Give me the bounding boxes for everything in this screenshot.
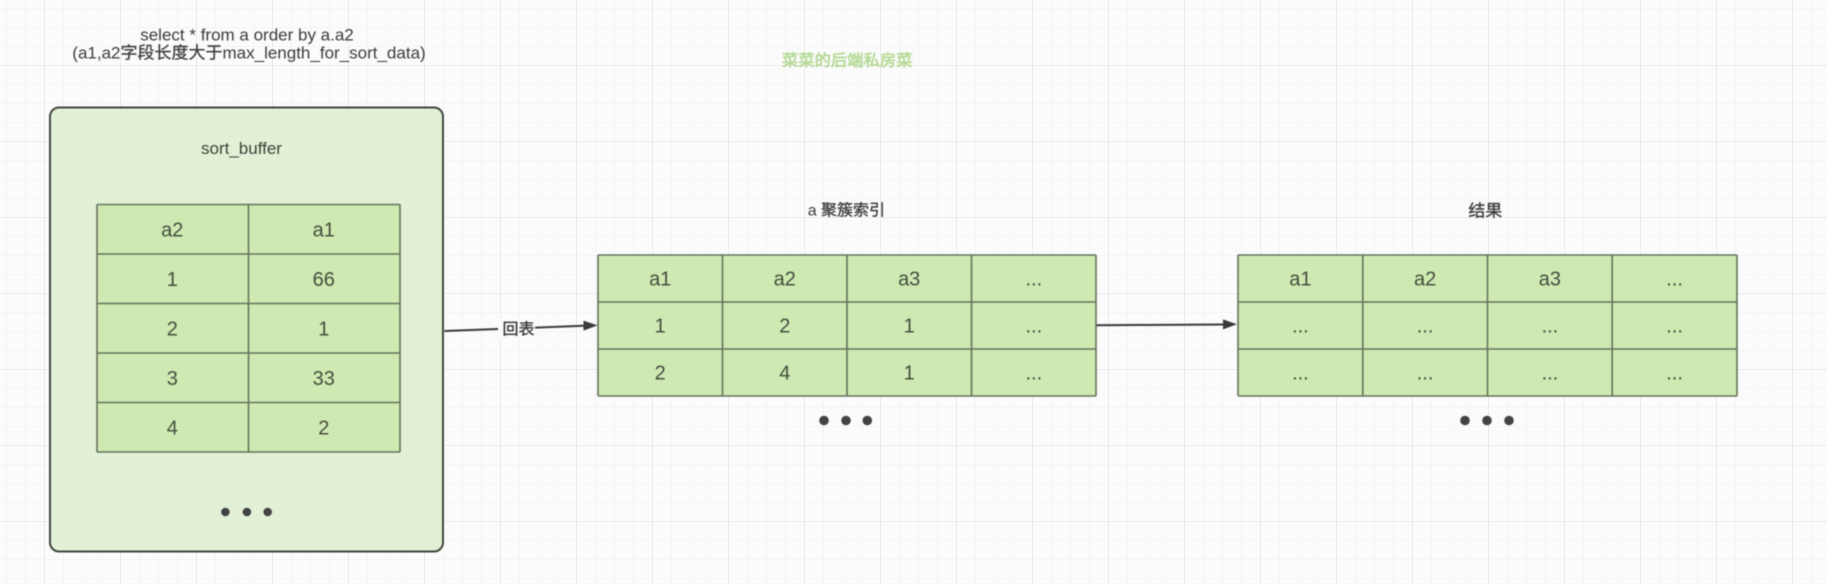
- svg-text:select * from a order by a.a2: select * from a order by a.a2: [140, 25, 354, 44]
- svg-text:...: ...: [1417, 363, 1434, 385]
- svg-text:...: ...: [1666, 316, 1683, 338]
- svg-text:4: 4: [779, 363, 790, 385]
- svg-text:1: 1: [655, 316, 666, 338]
- svg-text:a1: a1: [649, 269, 671, 291]
- svg-text:...: ...: [1666, 363, 1683, 385]
- svg-text:a2: a2: [774, 269, 796, 291]
- svg-text:2: 2: [655, 363, 666, 385]
- svg-text:a: a: [808, 203, 817, 220]
- svg-text:...: ...: [1542, 363, 1559, 385]
- svg-text:...: ...: [1025, 363, 1042, 385]
- svg-text:1: 1: [167, 269, 178, 291]
- svg-text:3: 3: [167, 368, 178, 390]
- svg-text:66: 66: [313, 269, 335, 291]
- svg-text:(a1,a2: (a1,a2: [72, 44, 120, 63]
- svg-text:a1: a1: [1289, 269, 1311, 291]
- svg-text:...: ...: [1542, 316, 1559, 338]
- svg-text:...: ...: [1417, 316, 1434, 338]
- svg-text:1: 1: [318, 318, 329, 340]
- svg-text:33: 33: [313, 368, 335, 390]
- svg-text:...: ...: [1292, 363, 1309, 385]
- svg-text:...: ...: [1025, 316, 1042, 338]
- svg-text:sort_buffer: sort_buffer: [201, 139, 282, 158]
- svg-text:a2: a2: [1414, 269, 1436, 291]
- svg-text:2: 2: [318, 417, 329, 439]
- svg-text:...: ...: [1025, 269, 1042, 291]
- svg-text:a1: a1: [313, 219, 335, 241]
- svg-text:a3: a3: [1539, 269, 1561, 291]
- svg-text:1: 1: [904, 363, 915, 385]
- svg-text:...: ...: [1292, 316, 1309, 338]
- svg-text:1: 1: [904, 316, 915, 338]
- svg-text:a2: a2: [161, 219, 183, 241]
- svg-text:2: 2: [167, 318, 178, 340]
- svg-text:...: ...: [1666, 269, 1683, 291]
- svg-text:4: 4: [167, 417, 178, 439]
- svg-text:a3: a3: [898, 269, 920, 291]
- svg-text:max_length_for_sort_data): max_length_for_sort_data): [223, 44, 426, 63]
- svg-text:2: 2: [779, 316, 790, 338]
